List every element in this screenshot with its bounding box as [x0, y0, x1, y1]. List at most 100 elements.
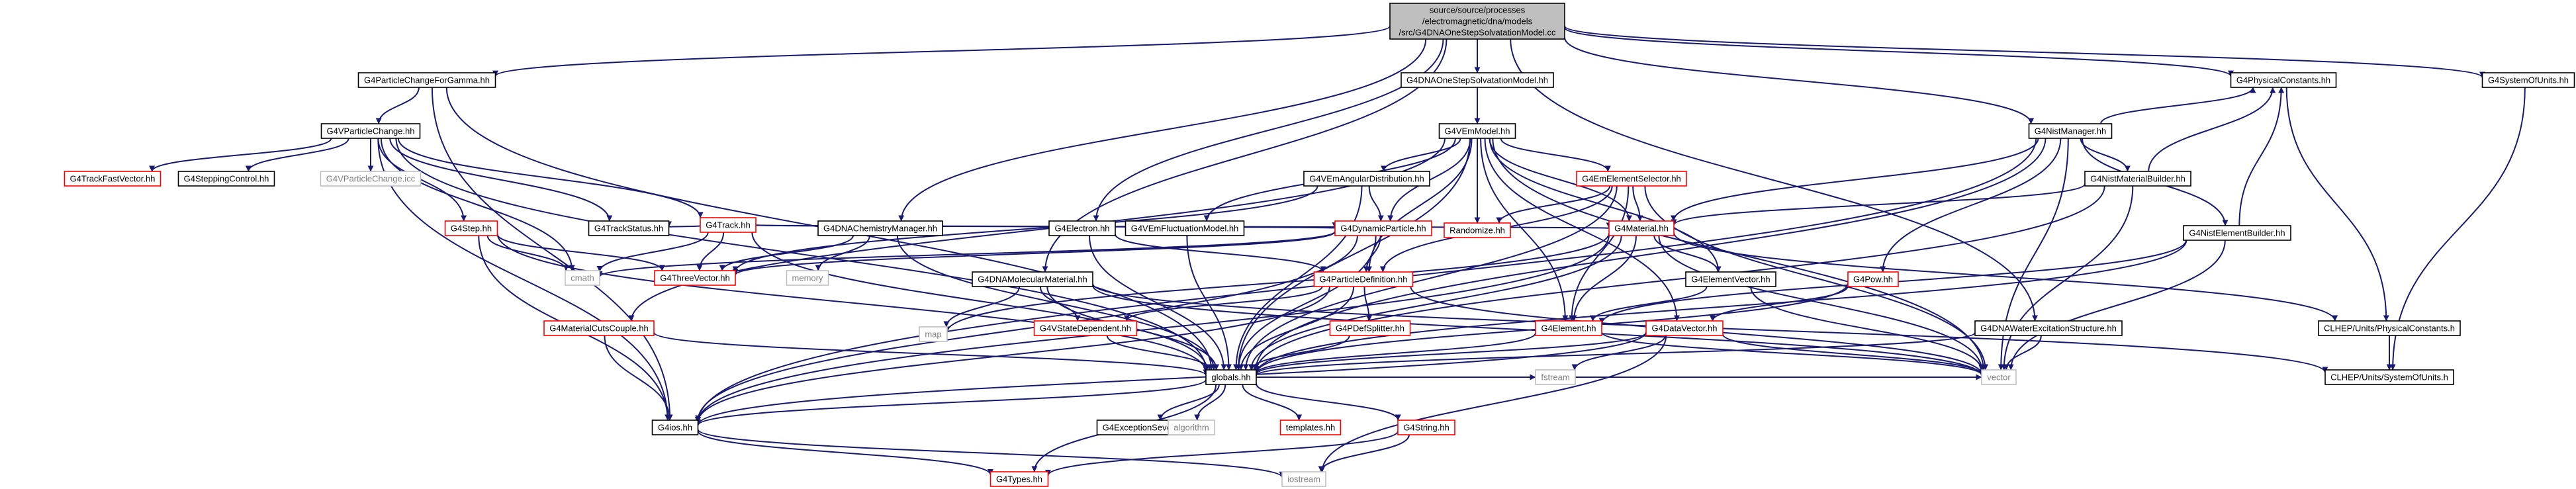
node-alg[interactable]: algorithm [1168, 420, 1215, 435]
node-glob[interactable]: globals.hh [1205, 369, 1257, 385]
node-neb-box [2183, 225, 2291, 241]
node-tv[interactable]: G4ThreeVector.hh [654, 270, 736, 286]
node-pcg-label: G4ParticleChangeForGamma.hh [364, 75, 490, 85]
node-oss-label: G4DNAOneStepSolvatationModel.hh [1406, 75, 1548, 85]
edge-emes-to-vector [1644, 185, 1989, 371]
node-pdef-label: G4ParticleDefinition.hh [1320, 275, 1408, 285]
root-path-line-3: /src/G4DNAOneStepSolvatationModel.cc [1399, 28, 1556, 38]
node-elec-label: G4Electron.hh [1054, 224, 1109, 234]
node-iostream-box [1281, 471, 1326, 487]
node-ev[interactable]: G4ElementVector.hh [1685, 271, 1776, 287]
edge-nmb-to-vector [2001, 185, 2134, 371]
node-emfm[interactable]: G4VEmFluctuationModel.hh [1125, 220, 1245, 236]
node-pdefs-box [1329, 320, 1411, 336]
edge-dv-to-vector [1722, 333, 1985, 375]
edge-vpc-to-ios [377, 138, 671, 421]
edge-mcc-to-glob [653, 332, 1209, 376]
node-stc-label: G4SteppingControl.hh [184, 174, 269, 184]
node-clhsu-label: CLHEP/Units/SystemOfUnits.h [2330, 373, 2448, 382]
node-vector[interactable]: vector [1981, 369, 2017, 385]
node-tfv[interactable]: G4TrackFastVector.hh [64, 171, 161, 187]
node-pcg-box [357, 72, 496, 88]
node-dp-label: G4DynamicParticle.hh [1340, 224, 1426, 234]
node-elec[interactable]: G4Electron.hh [1048, 220, 1116, 236]
edge-glob-to-alg [1194, 384, 1226, 421]
node-vsd-label: G4VStateDependent.hh [1040, 324, 1131, 333]
node-dp[interactable]: G4DynamicParticle.hh [1334, 220, 1432, 236]
edge-glob-to-ios [695, 378, 1207, 426]
edge-step-to-tv [496, 234, 665, 271]
node-dnawes-label: G4DNAWaterExcitationStructure.hh [1980, 324, 2117, 333]
node-dnamm[interactable]: G4DNAMolecularMaterial.hh [972, 271, 1093, 287]
node-dv[interactable]: G4DataVector.hh [1645, 320, 1724, 336]
node-dnawes[interactable]: G4DNAWaterExcitationStructure.hh [1974, 320, 2123, 336]
node-vsd[interactable]: G4VStateDependent.hh [1033, 320, 1138, 336]
edge-dv-to-ios [695, 332, 1647, 426]
node-vpc[interactable]: G4VParticleChange.hh [320, 123, 421, 139]
node-dnamm-label: G4DNAMolecularMaterial.hh [978, 275, 1087, 285]
node-vpc-label: G4VParticleChange.hh [327, 126, 415, 136]
node-types[interactable]: G4Types.hh [989, 471, 1049, 487]
node-dnacm[interactable]: G4DNAChemistryManager.hh [817, 220, 943, 236]
node-track-label: G4Track.hh [706, 220, 750, 230]
node-stc[interactable]: G4SteppingControl.hh [177, 171, 275, 187]
node-ios[interactable]: G4ios.hh [651, 420, 699, 435]
node-memory[interactable]: memory [786, 270, 829, 286]
node-map[interactable]: map [919, 326, 948, 342]
edge-dp-to-tv [732, 231, 1336, 276]
node-glob-box [1205, 369, 1257, 385]
node-mat[interactable]: G4Material.hh [1608, 220, 1675, 236]
node-el[interactable]: G4Element.hh [1535, 320, 1602, 336]
node-track[interactable]: G4Track.hh [700, 217, 757, 233]
node-trst[interactable]: G4TrackStatus.hh [588, 220, 670, 236]
edge-vem-to-glob [1235, 138, 1471, 371]
node-rand-label: Randomize.hh [1449, 226, 1505, 236]
node-step-label: G4Step.hh [451, 224, 492, 234]
node-clhpc[interactable]: CLHEP/Units/PhysicalConstants.h [2318, 320, 2461, 336]
node-vpcicc[interactable]: G4VParticleChange.icc [320, 171, 422, 187]
node-pdefs[interactable]: G4PDefSplitter.hh [1329, 320, 1411, 336]
root-node[interactable]: source/source/processes /electromagnetic… [1389, 3, 1565, 40]
node-sysu[interactable]: G4SystemOfUnits.hh [2481, 72, 2575, 88]
node-emad[interactable]: G4VEmAngularDistribution.hh [1303, 171, 1430, 187]
node-iostream[interactable]: iostream [1281, 471, 1326, 487]
node-emes-label: G4EmElementSelector.hh [1582, 174, 1681, 184]
node-nist[interactable]: G4NistManager.hh [2028, 123, 2113, 139]
node-tmpl[interactable]: templates.hh [1279, 420, 1342, 435]
node-cmath-box [565, 270, 600, 286]
edge-vpc-to-track [397, 138, 704, 218]
edge-el-to-glob [1253, 332, 1536, 374]
node-map-label: map [925, 330, 941, 339]
node-vem[interactable]: G4VEmModel.hh [1438, 123, 1516, 139]
edge-vsd-to-glob [1106, 335, 1213, 371]
node-clhsu[interactable]: CLHEP/Units/SystemOfUnits.h [2324, 369, 2454, 385]
edge-root-to-physc [1564, 26, 2234, 77]
node-tmpl-box [1279, 420, 1342, 435]
node-vsd-box [1033, 320, 1138, 336]
node-pcg[interactable]: G4ParticleChangeForGamma.hh [357, 72, 496, 88]
node-tfv-box [64, 171, 161, 187]
node-emes[interactable]: G4EmElementSelector.hh [1576, 171, 1687, 187]
node-pow[interactable]: G4Pow.hh [1847, 271, 1899, 287]
node-cmath[interactable]: cmath [565, 270, 600, 286]
node-neb[interactable]: G4NistElementBuilder.hh [2183, 225, 2291, 241]
edge-mcc-to-ios [604, 335, 673, 421]
node-oss[interactable]: G4DNAOneStepSolvatationModel.hh [1401, 72, 1554, 88]
node-emad-label: G4VEmAngularDistribution.hh [1309, 174, 1424, 184]
node-nmb[interactable]: G4NistMaterialBuilder.hh [2084, 171, 2191, 187]
node-str[interactable]: G4String.hh [1397, 420, 1455, 435]
node-physc[interactable]: G4PhysicalConstants.hh [2230, 72, 2337, 88]
node-step[interactable]: G4Step.hh [444, 220, 498, 236]
edge-emfm-to-glob [1186, 235, 1232, 371]
edge-mat-to-ios [695, 235, 1610, 423]
edge-neb-to-vector [2007, 240, 2226, 371]
node-fstream[interactable]: fstream [1535, 369, 1576, 385]
root-path-line-2: /electromagnetic/dna/models [1422, 17, 1533, 26]
edge-root-to-pcg [492, 25, 1391, 77]
node-mcc[interactable]: G4MaterialCutsCouple.hh [543, 320, 655, 336]
node-fstream-label: fstream [1541, 373, 1569, 382]
node-rand[interactable]: Randomize.hh [1444, 222, 1511, 238]
node-pdef[interactable]: G4ParticleDefinition.hh [1313, 271, 1414, 287]
node-pdefs-label: G4PDefSplitter.hh [1336, 324, 1404, 333]
edge-dp-to-cmath [596, 230, 1336, 278]
